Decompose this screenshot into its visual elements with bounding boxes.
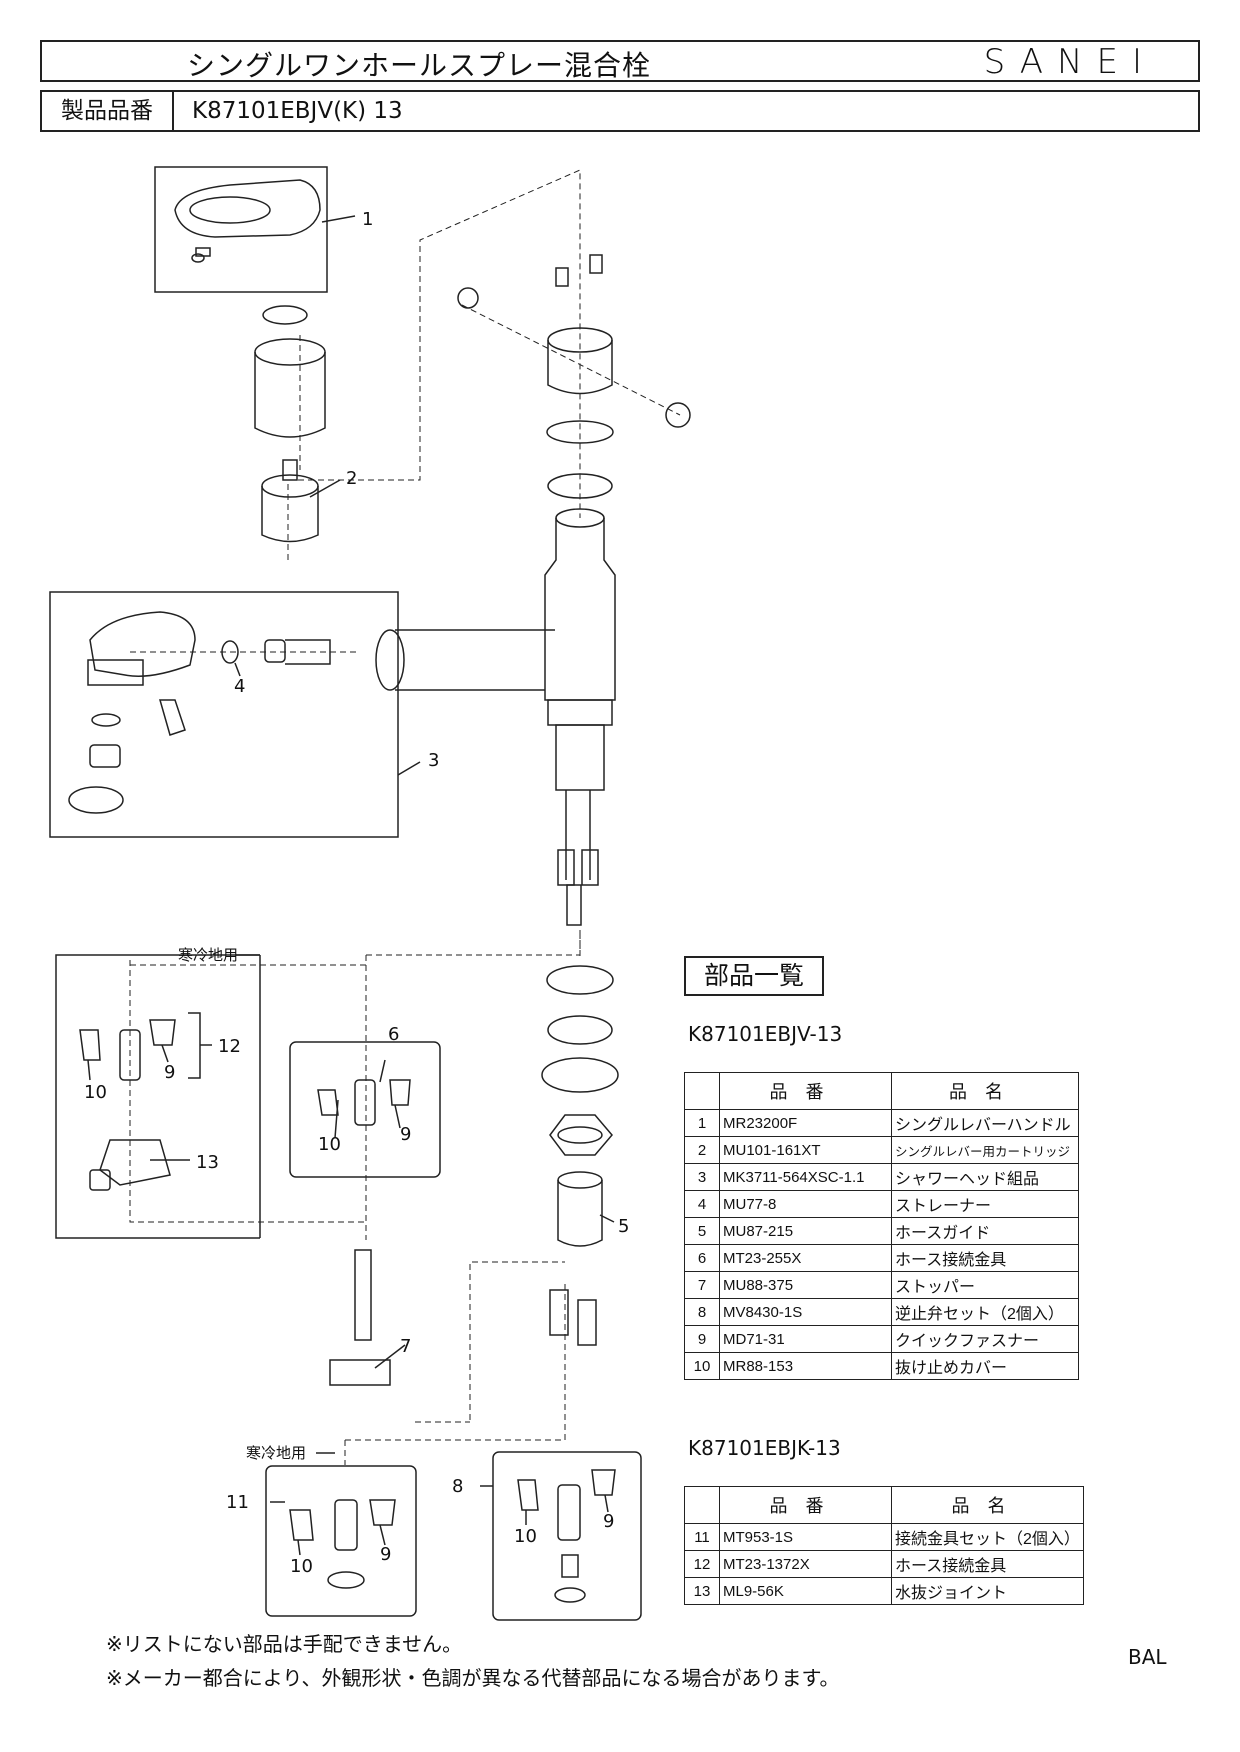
product-number-label: 製品品番 [42,92,174,130]
table-header-row: 品番 品名 [684,1072,1079,1110]
callout-6: 6 [388,1024,399,1045]
callout-9-fitting: 9 [400,1124,411,1145]
cold-region-box-lower [265,1465,417,1617]
product-number-value: K87101EBJV(K) 13 [192,98,403,124]
brand-logo: SANEI [983,42,1156,82]
callout-11: 11 [226,1492,249,1513]
callout-10-cold-lower: 10 [290,1556,313,1577]
callout-4: 4 [234,676,245,697]
callout-5: 5 [618,1216,629,1237]
note-not-orderable: ※リストにない部品は手配できません。 [106,1632,463,1656]
callout-8: 8 [452,1476,463,1497]
table-header-row: 品番 品名 [684,1486,1084,1524]
callout-9-check-valve: 9 [603,1511,614,1532]
callout-3: 3 [428,750,439,771]
note-substitute-parts: ※メーカー都合により、外観形状・色調が異なる代替部品になる場合があります。 [106,1666,840,1690]
table-caption-cold-region: K87101EBJK-13 [688,1436,841,1460]
cold-region-label-lower: 寒冷地用 [246,1444,306,1462]
callout-10-check-valve: 10 [514,1526,537,1547]
hose-fitting-box [289,1041,441,1178]
check-valve-box [492,1451,642,1621]
callout-1: 1 [362,209,373,230]
callout-13: 13 [196,1152,219,1173]
title-bar: シングルワンホールスプレー混合栓 SANEI [40,40,1200,82]
callout-2: 2 [346,468,357,489]
cold-region-label-upper: 寒冷地用 [178,946,238,964]
callout-7: 7 [400,1336,411,1357]
handle-box [154,166,328,293]
callout-10-cold-upper: 10 [84,1082,107,1103]
column-header-part-name: 品名 [891,1072,1079,1110]
column-header-part-number: 品番 [719,1486,892,1524]
table-caption-standard: K87101EBJV-13 [688,1022,843,1046]
callout-9-cold-lower: 9 [380,1544,391,1565]
product-number-bar: 製品品番 K87101EBJV(K) 13 [40,90,1200,132]
cold-region-box-upper [55,954,260,1239]
document-title: シングルワンホールスプレー混合栓 [187,49,652,82]
callout-9-cold-upper: 9 [164,1062,175,1083]
footer-code: BAL [1128,1645,1167,1669]
column-header-part-name: 品名 [891,1486,1084,1524]
column-header-part-number: 品番 [719,1072,892,1110]
parts-list-heading: 部品一覧 [684,956,824,996]
callout-10-fitting: 10 [318,1134,341,1155]
showerhead-box [49,591,399,838]
callout-12: 12 [218,1036,241,1057]
